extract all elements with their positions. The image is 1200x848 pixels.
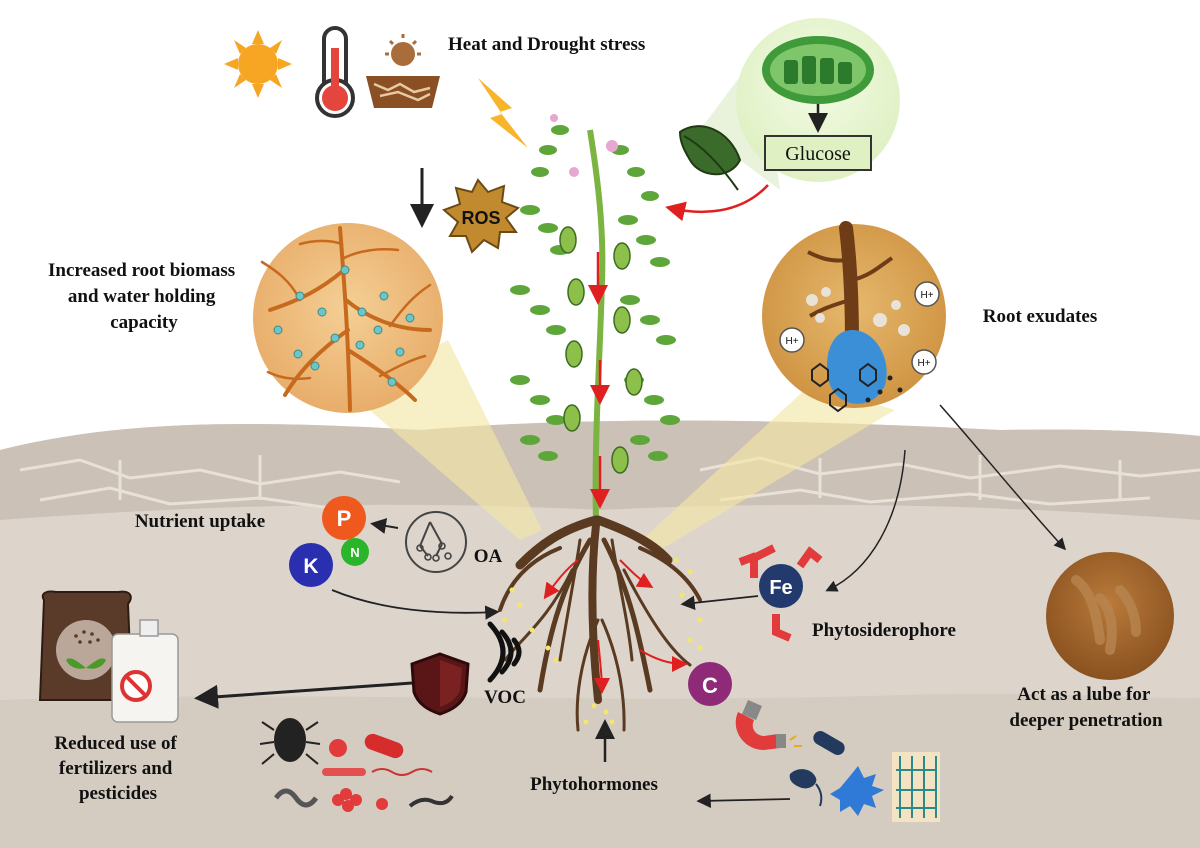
- reduced-use-label: Reduced use of fertilizers and pesticide…: [54, 733, 181, 804]
- root-exudates-circle: H+ H+ H+: [762, 221, 946, 413]
- nutrient-uptake-label: Nutrient uptake: [135, 511, 265, 532]
- lightning-icon: [478, 78, 528, 148]
- h-plus-3: H+: [917, 358, 930, 369]
- ros-burst: ROS: [442, 178, 520, 254]
- h-plus-2: H+: [785, 336, 798, 347]
- fe-ion: Fe: [769, 577, 792, 599]
- chickpea-plant: [510, 114, 680, 521]
- red-transport-arrows: [588, 252, 610, 509]
- dry-soil-icon: [366, 34, 440, 108]
- fertilizer-bag-icon: [38, 590, 134, 701]
- svg-text:N: N: [350, 545, 359, 560]
- oa-molecule-icon: [405, 511, 467, 573]
- oa-label: OA: [474, 546, 503, 567]
- microbe-icon: [273, 733, 454, 812]
- magnet-icon: [735, 700, 802, 750]
- chloroplast-icon: [762, 36, 874, 104]
- root-biomass-label-lines: Increased root biomass and water holding…: [48, 260, 240, 333]
- lube-circle: [1046, 552, 1174, 680]
- exudate-dots: [502, 557, 703, 725]
- glucose-label: Glucose: [785, 143, 851, 165]
- leaf-icon: [678, 125, 742, 191]
- voc-label: VOC: [484, 687, 526, 708]
- phytohormones-label: Phytohormones: [530, 774, 658, 795]
- glucose-red-arrow: [665, 184, 769, 222]
- phytosiderophore-icon: Fe: [738, 544, 823, 642]
- svg-text:P: P: [337, 506, 352, 531]
- root-exudates-label: Root exudates: [983, 306, 1098, 327]
- signal-waves-icon: [487, 621, 522, 683]
- pesticide-jug-icon: [111, 619, 179, 723]
- root-biomass-circle: [253, 223, 443, 413]
- bug-icon: [259, 718, 321, 765]
- sun-icon: [224, 30, 292, 98]
- h-plus-1: H+: [920, 290, 933, 301]
- p-ion: P: [322, 496, 366, 540]
- svg-text:C: C: [702, 673, 718, 698]
- svg-text:K: K: [303, 555, 318, 578]
- lube-label: Act as a lube for deeper penetration: [1009, 684, 1163, 731]
- shield-icon: [410, 652, 470, 716]
- beneficial-microbes-icon: [789, 731, 940, 822]
- k-ion: K: [289, 543, 333, 587]
- heat-drought-label: Heat and Drought stress: [448, 34, 645, 55]
- c-ion: C: [688, 662, 732, 706]
- ros-label: ROS: [461, 208, 500, 228]
- thermometer-icon: [315, 26, 355, 118]
- n-ion: N: [341, 538, 369, 566]
- phytosiderophore-label: Phytosiderophore: [812, 620, 956, 641]
- chloroplast-bubble: Glucose: [736, 18, 900, 182]
